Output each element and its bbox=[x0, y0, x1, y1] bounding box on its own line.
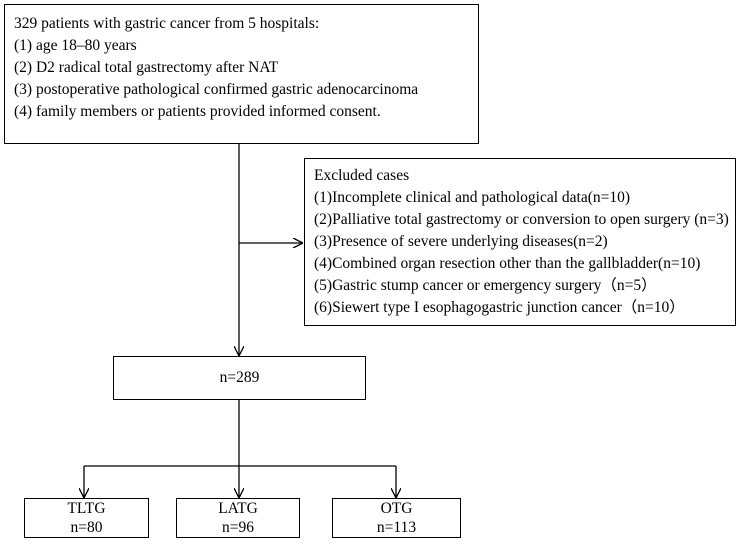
group-name: TLTG bbox=[67, 500, 106, 517]
excluded-title: Excluded cases bbox=[314, 167, 410, 184]
group-name: OTG bbox=[380, 500, 413, 517]
group-box-latg: LATG n=96 bbox=[176, 498, 300, 538]
excluded-item: (4)Combined organ resection other than t… bbox=[314, 255, 701, 272]
group-count: n=113 bbox=[376, 519, 417, 536]
group-count: n=96 bbox=[222, 519, 254, 536]
excluded-item: (5)Gastric stump cancer or emergency sur… bbox=[314, 277, 657, 294]
inclusion-item: (1) age 18–80 years bbox=[14, 37, 137, 54]
group-name: LATG bbox=[218, 500, 258, 517]
inclusion-item: (2) D2 radical total gastrectomy after N… bbox=[14, 59, 279, 76]
inclusion-item: (4) family members or patients provided … bbox=[14, 103, 381, 120]
excluded-item: (2)Palliative total gastrectomy or conve… bbox=[314, 211, 729, 228]
included-count-box: n=289 bbox=[113, 356, 366, 400]
group-box-tltg: TLTG n=80 bbox=[24, 498, 149, 538]
inclusion-title: 329 patients with gastric cancer from 5 … bbox=[14, 15, 320, 32]
included-count-label: n=289 bbox=[219, 369, 260, 386]
excluded-cases-box: Excluded cases (1)Incomplete clinical an… bbox=[304, 158, 736, 326]
inclusion-criteria-box: 329 patients with gastric cancer from 5 … bbox=[4, 4, 479, 144]
excluded-item: (1)Incomplete clinical and pathological … bbox=[314, 189, 631, 206]
group-count: n=80 bbox=[70, 519, 103, 536]
excluded-item: (6)Siewert type I esophagogastric juncti… bbox=[314, 299, 685, 316]
group-box-otg: OTG n=113 bbox=[332, 498, 461, 538]
excluded-item: (3)Presence of severe underlying disease… bbox=[314, 233, 608, 250]
inclusion-item: (3) postoperative pathological confirmed… bbox=[14, 81, 419, 98]
